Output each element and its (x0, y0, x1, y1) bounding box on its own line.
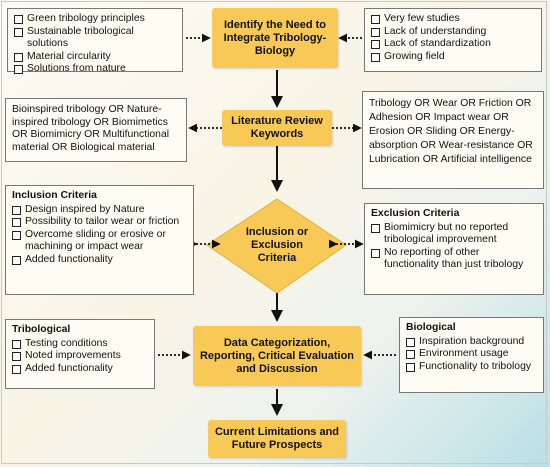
list-item: Green tribology principles (14, 13, 176, 26)
checkbox-icon (371, 27, 380, 37)
list-item: Solutions from nature (14, 63, 176, 76)
list-item: Growing field (371, 51, 535, 64)
green-tribology-box: Green tribology principles Sustainable t… (7, 8, 183, 75)
checkbox-icon (406, 350, 415, 360)
tribo-keywords-box: Tribology OR Wear OR Friction OR Adhesio… (362, 91, 544, 189)
checkbox-icon (406, 337, 415, 347)
list-item: No reporting of other functionality than… (371, 247, 537, 272)
literature-review-node: Literature Review Keywords (222, 110, 332, 146)
checkbox-icon (371, 223, 380, 233)
list-item: Testing conditions (12, 338, 148, 351)
diamond-label: Inclusion or Exclusion Criteria (245, 226, 309, 264)
checkbox-icon (12, 255, 21, 265)
biological-heading: Biological (406, 322, 456, 333)
list-item: Biomimicry but no reported tribological … (371, 222, 537, 247)
inclusion-criteria-box: Inclusion Criteria Design inspired by Na… (5, 185, 194, 295)
exclusion-criteria-box: Exclusion Criteria Biomimicry but no rep… (364, 203, 544, 295)
checkbox-icon (14, 15, 23, 24)
checkbox-icon (12, 205, 21, 215)
biological-box: Biological Inspiration background Enviro… (399, 317, 544, 393)
list-item: Overcome sliding or erosive or machining… (12, 229, 187, 254)
list-item: Added functionality (12, 254, 187, 267)
data-categorization-node: Data Categorization, Reporting, Critical… (193, 326, 361, 386)
bio-keywords-box: Bioinspired tribology OR Nature-inspired… (5, 98, 187, 162)
list-item: Noted improvements (12, 350, 148, 363)
checkbox-icon (371, 15, 380, 24)
checkbox-icon (14, 52, 23, 62)
tribological-box: Tribological Testing conditions Noted im… (5, 319, 155, 389)
checkbox-icon (371, 40, 380, 50)
inclusion-heading: Inclusion Criteria (12, 190, 97, 201)
list-item: Functionality to tribology (406, 361, 537, 374)
checkbox-icon (12, 352, 21, 362)
list-item: Possibility to tailor wear or friction (12, 216, 187, 229)
list-item: Sustainable tribological solutions (14, 26, 176, 51)
list-item: Material circularity (14, 51, 176, 64)
checkbox-icon (12, 230, 21, 240)
limitations-prospects-node: Current Limitations and Future Prospects (208, 420, 346, 458)
checkbox-icon (12, 364, 21, 374)
list-item: Lack of understanding (371, 26, 535, 39)
list-item: Design inspired by Nature (12, 204, 187, 217)
checkbox-icon (371, 52, 380, 62)
gaps-box: Very few studies Lack of understanding L… (364, 8, 542, 72)
checkbox-icon (14, 27, 23, 37)
checkbox-icon (12, 339, 21, 349)
list-item: Lack of standardization (371, 38, 535, 51)
exclusion-heading: Exclusion Criteria (371, 208, 460, 219)
list-item: Inspiration background (406, 336, 537, 349)
checkbox-icon (371, 248, 380, 258)
checkbox-icon (12, 218, 21, 228)
list-item: Added functionality (12, 363, 148, 376)
list-item: Very few studies (371, 13, 535, 26)
tribological-heading: Tribological (12, 324, 71, 335)
checkbox-icon (14, 65, 23, 75)
identify-need-node: Identify the Need to Integrate Tribology… (212, 8, 338, 68)
list-item: Environment usage (406, 348, 537, 361)
checkbox-icon (406, 362, 415, 372)
